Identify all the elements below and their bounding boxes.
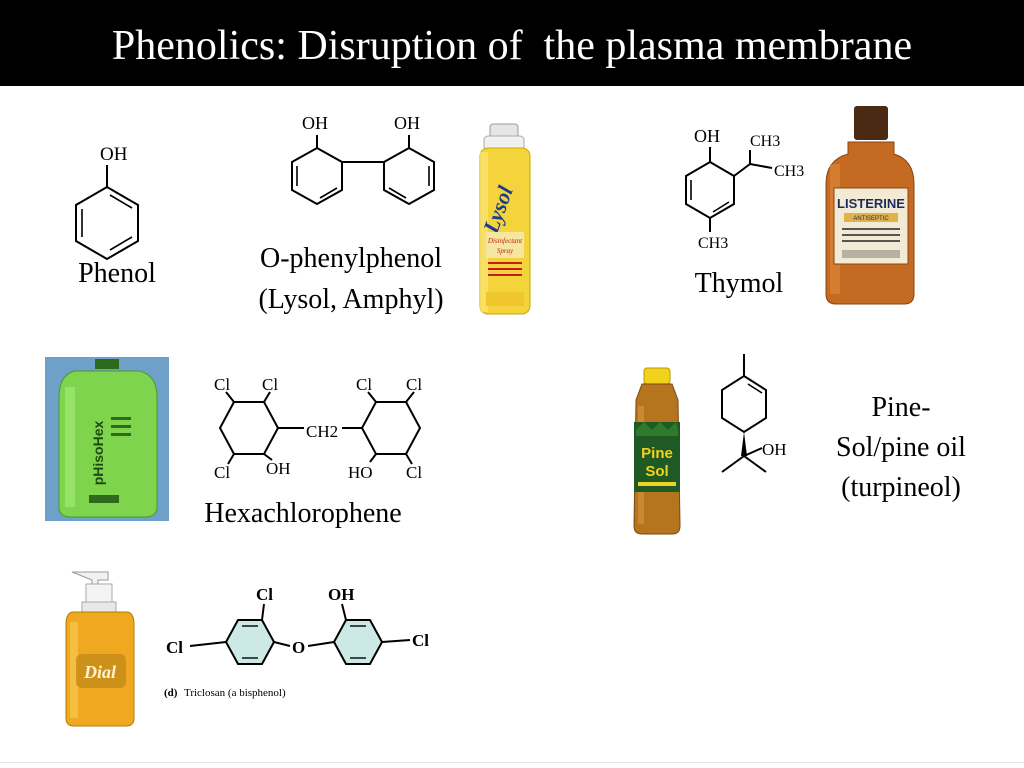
dial-bottle-image: Dial xyxy=(65,571,135,727)
triclosan-oh-top: OH xyxy=(328,585,354,604)
terpineol-caption-line2: Sol/pine oil xyxy=(836,432,966,463)
lysol-line1: Disinfectant xyxy=(487,237,523,245)
thymol-ch3-right: CH3 xyxy=(774,163,804,180)
terpineol-oh: OH xyxy=(762,440,787,459)
triclosan-structure: Cl OH Cl O Cl (d) Triclosan (a bisphenol… xyxy=(164,585,429,699)
thymol-structure: OH CH3 CH3 CH3 xyxy=(685,126,804,252)
hcp-cl-6: Cl xyxy=(406,463,422,482)
o-phenylphenol-caption-line2: (Lysol, Amphyl) xyxy=(258,284,444,315)
dial-brand: Dial xyxy=(83,662,116,682)
hcp-ho: HO xyxy=(348,463,373,482)
o-phenylphenol-structure: OH OH xyxy=(291,113,435,206)
terpineol-caption-line3: (turpineol) xyxy=(841,472,961,503)
hexachlorophene-caption: Hexachlorophene xyxy=(204,498,402,529)
thymol-ch3-bottom: CH3 xyxy=(698,235,728,252)
listerine-brand: LISTERINE xyxy=(837,196,905,211)
listerine-bottle-image: LISTERINE ANTISEPTIC xyxy=(825,106,915,305)
terpineol-caption-line1: Pine- xyxy=(871,392,931,423)
hcp-cl-3: Cl xyxy=(214,463,230,482)
hcp-oh: OH xyxy=(266,459,291,478)
pine-sol-bottle-image: Pine Sol xyxy=(633,367,681,535)
phenol-caption: Phenol xyxy=(78,258,156,289)
lysol-can-image: Lysol Disinfectant Spray xyxy=(478,123,531,315)
hcp-ch2: CH2 xyxy=(306,422,338,441)
hcp-cl-4: Cl xyxy=(356,375,372,394)
o-phenylphenol-caption-line1: O-phenylphenol xyxy=(260,243,442,274)
slide-bottom-divider xyxy=(0,762,1024,763)
thymol-caption: Thymol xyxy=(694,268,784,299)
hexachlorophene-structure: Cl Cl Cl OH CH2 Cl Cl HO Cl xyxy=(214,375,422,482)
slide-title: Phenolics: Disruption of the plasma memb… xyxy=(111,23,913,69)
phisohex-bottle-image: pHisoHex xyxy=(45,357,169,521)
hcp-cl-5: Cl xyxy=(406,375,422,394)
listerine-sub: ANTISEPTIC xyxy=(853,216,889,222)
triclosan-o-bridge: O xyxy=(292,638,305,657)
triclosan-cl-left: Cl xyxy=(166,638,183,657)
phenol-structure: OH xyxy=(75,144,139,261)
thymol-ch3-top: CH3 xyxy=(750,133,780,150)
hcp-cl-2: Cl xyxy=(262,375,278,394)
phisohex-brand: pHisoHex xyxy=(90,421,106,486)
terpineol-structure: OH xyxy=(721,354,787,473)
thymol-oh: OH xyxy=(694,126,720,146)
phenol-oh-label: OH xyxy=(100,144,128,165)
triclosan-label: Triclosan (a bisphenol) xyxy=(184,687,286,699)
hcp-cl-1: Cl xyxy=(214,375,230,394)
triclosan-label-d: (d) xyxy=(164,687,178,699)
triclosan-cl-top: Cl xyxy=(256,585,273,604)
opp-oh-right: OH xyxy=(394,113,420,133)
lysol-line2: Spray xyxy=(497,247,514,255)
pine-sol-brand-bottom: Sol xyxy=(645,463,668,480)
triclosan-cl-right: Cl xyxy=(412,631,429,650)
opp-oh-left: OH xyxy=(302,113,328,133)
pine-sol-brand-top: Pine xyxy=(641,445,673,462)
title-bar xyxy=(0,0,1024,86)
